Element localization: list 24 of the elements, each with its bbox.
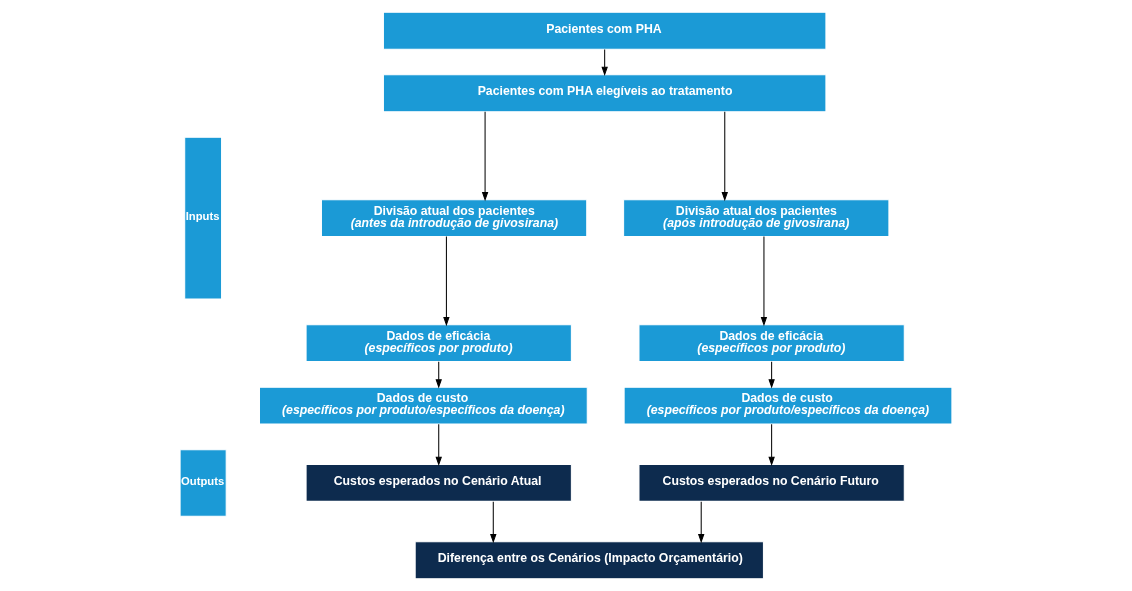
arrow [768, 423, 775, 466]
node-box: Dados de eficácia (específicos por produto) [305, 324, 572, 363]
node-box: Divisão atual dos pacientes (após introdução de givosirana) [623, 199, 890, 238]
arrow [435, 423, 442, 466]
node-box: Dados de eficácia (específicos por produto) [638, 324, 905, 363]
arrow [490, 501, 497, 544]
arrow [481, 111, 489, 202]
arrow [698, 501, 705, 544]
arrow [443, 236, 450, 327]
node-box: Outputs [179, 449, 227, 517]
node-box: Pacientes com PHA [382, 11, 827, 50]
node-box: Pacientes com PHA elegíveis ao tratamento [382, 74, 827, 113]
arrow [721, 111, 728, 202]
node-box: Custos esperados no Cenário Futuro [638, 464, 905, 502]
node-box: Dados de custo (específicos por produto/específicos da doença) [623, 386, 953, 425]
arrow [760, 236, 768, 327]
node-box: Dados de custo (específicos por produto/específicos da doença) [258, 386, 588, 425]
node-box: Divisão atual dos pacientes (antes da introdução de givosirana) [320, 199, 588, 238]
node-box: Inputs [184, 136, 223, 300]
node-box: Custos esperados no Cenário Atual [305, 464, 572, 502]
arrow [601, 48, 608, 76]
arrow [768, 361, 775, 389]
arrow [435, 361, 442, 389]
node-box: Diferença entre os Cenários (Impacto Orçamentário) [414, 541, 764, 580]
